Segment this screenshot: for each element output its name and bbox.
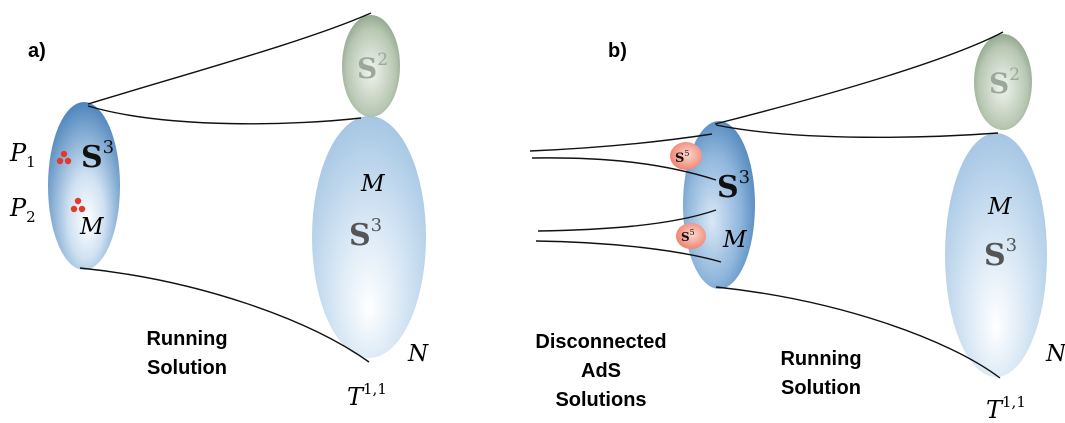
caption-line2: Solution [147,357,227,379]
t11-label: T1,1 [347,380,387,411]
right-s3-ellipse [945,133,1047,377]
panel-a: a) P1 P2 S3 M S2 M S3 N T1,1 [9,12,429,411]
left-s3-ellipse [683,121,755,289]
top-outer-line [714,31,1004,125]
s5-bottom-label: S5 [681,228,695,244]
panel-b-label: b) [608,40,627,62]
bottom-line [715,286,1001,379]
s2-ellipse [342,15,400,117]
n-label: N [1045,341,1065,367]
n-label: N [407,341,429,367]
s5-bottom-blob [676,223,706,249]
ads-tube-2-top [537,209,717,232]
bottom-line [79,267,370,363]
p1-label: P1 [9,139,36,171]
ads-tube-1-bottom [531,157,717,181]
right-m-label: M [987,194,1013,220]
top-inner-line [87,105,362,125]
ads-tube-2-bottom [535,240,722,263]
s5-top-label: S5 [675,149,689,166]
panel-a-label: a) [28,40,46,62]
t11-label: T1,1 [986,393,1026,423]
top-inner-line [715,124,999,139]
right-s3-label: S3 [984,235,1017,273]
s5-top-blob [670,142,702,170]
disc-line2: AdS [581,360,621,382]
top-outer-line [87,12,372,105]
p2-label: P2 [9,194,36,226]
panel-b: b) S5 S5 S3 M S2 M S3 N T1,1 Disconnecte… [529,31,1065,423]
p1-dots [56,150,72,165]
left-m-label: M [79,214,105,240]
disc-line1: Disconnected [535,331,666,353]
left-s3-label: S3 [717,167,750,205]
right-m-label: M [360,171,386,197]
left-m-label: M [722,227,748,253]
s2-label: S2 [989,65,1020,100]
s2-label: S2 [357,50,388,85]
right-s3-label: S3 [349,215,382,253]
s2-ellipse [974,34,1032,130]
p2-dots [70,197,86,213]
disc-line3: Solutions [555,389,646,411]
right-s3-ellipse [312,116,426,358]
caption-line2: Solution [781,377,861,399]
caption-line1: Running [146,328,227,350]
ads-tube-1-top [529,133,713,152]
caption-line1: Running [780,348,861,370]
left-s3-label: S3 [81,137,114,175]
left-s3-ellipse [48,102,120,270]
